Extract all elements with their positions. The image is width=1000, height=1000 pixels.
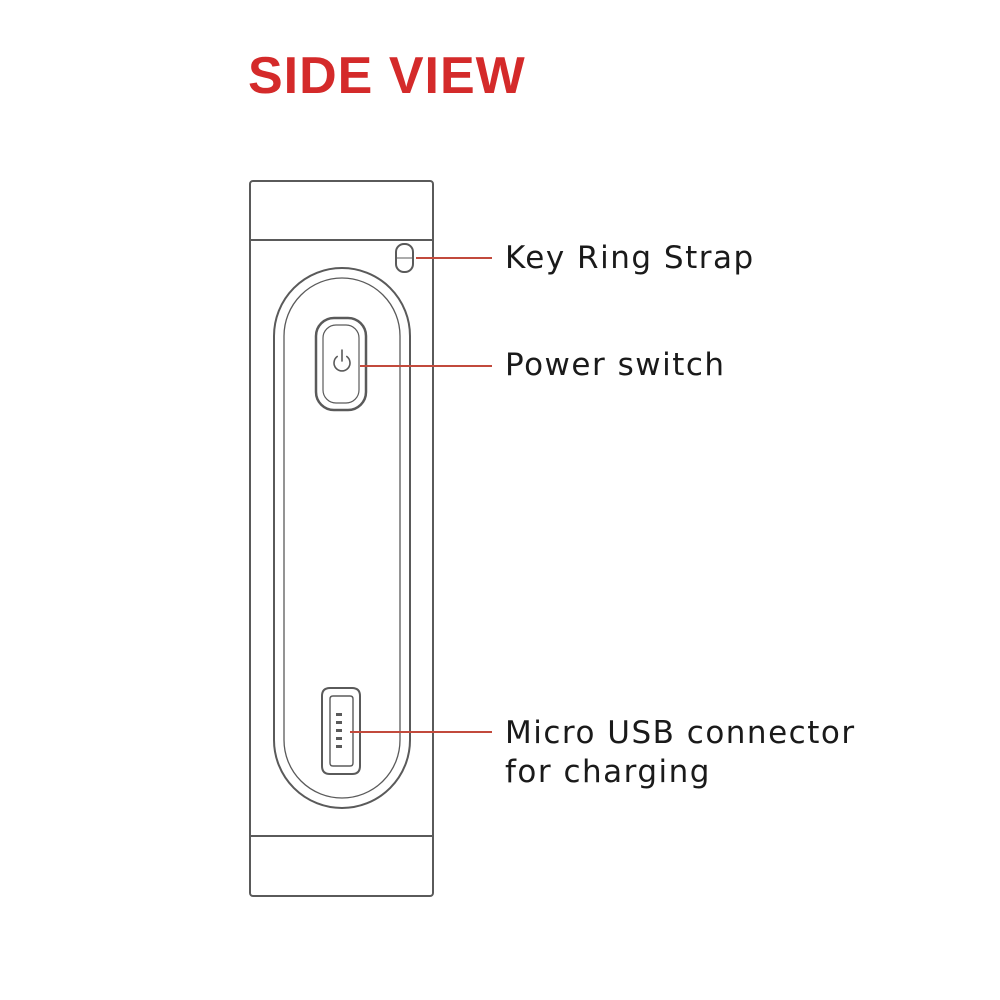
power-symbol-icon (333, 349, 351, 372)
key-ring-strap-label: Key Ring Strap (505, 240, 755, 276)
side-panel-inner-outline (283, 277, 401, 799)
side-panel-outline (273, 267, 411, 809)
diagram-title: SIDE VIEW (248, 47, 526, 105)
power-switch-label: Power switch (505, 347, 726, 383)
micro-usb-label: Micro USB connector for charging (505, 714, 856, 792)
power-button[interactable] (314, 316, 368, 412)
key-ring-strap-hole (395, 243, 414, 273)
micro-usb-label-line-1: Micro USB connector (505, 715, 856, 751)
micro-usb-port[interactable] (321, 687, 361, 775)
micro-usb-port-icon (336, 713, 342, 748)
device-body (249, 180, 434, 897)
micro-usb-label-line-2: for charging (505, 753, 711, 790)
